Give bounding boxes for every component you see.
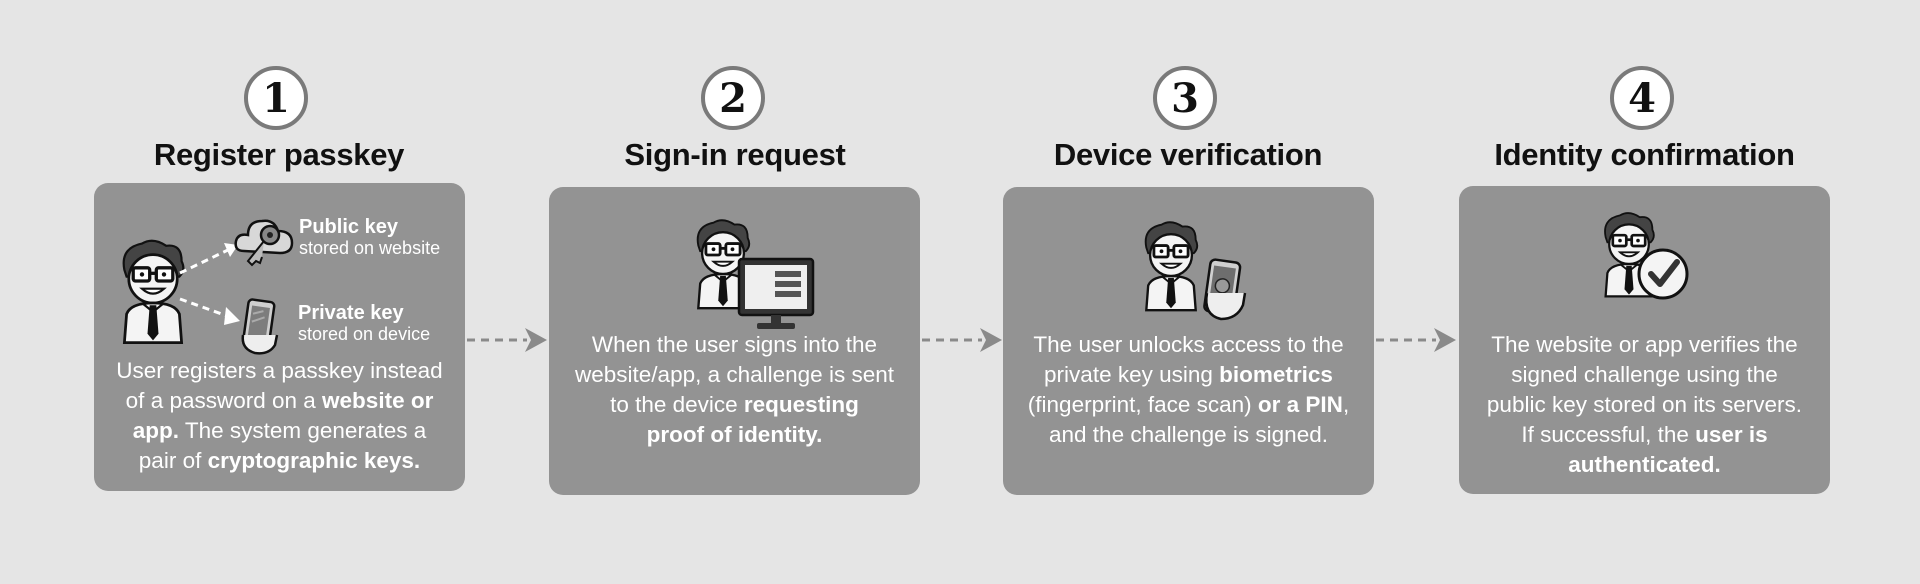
description-text: (fingerprint, face scan) — [1027, 392, 1258, 417]
step-title: Device verification — [1053, 137, 1323, 172]
emphasis-text: biometrics — [1219, 362, 1333, 387]
private-key-title: Private key — [298, 302, 404, 324]
step-description: The user unlocks access to the private ke… — [1003, 330, 1374, 450]
step-description: When the user signs into the website/app,… — [549, 330, 920, 450]
description-text: The system generates a — [179, 418, 427, 443]
phone-in-hand-icon — [241, 297, 279, 355]
user-with-phone-illustration — [1144, 220, 1247, 321]
description-text: to the device — [610, 392, 744, 417]
user-with-checkmark-illustration — [1603, 211, 1689, 300]
user-with-monitor-illustration — [696, 218, 815, 329]
emphasis-text: proof of identity. — [646, 422, 823, 447]
description-text: website/app, a challenge is sent — [575, 362, 894, 387]
step-description: User registers a passkey instead of a pas… — [94, 356, 465, 476]
emphasis-text: website or — [322, 388, 434, 413]
description-text: User registers a passkey instead — [116, 358, 443, 383]
description-text: The user unlocks access to the — [1033, 332, 1344, 357]
public-key-title: Public key — [299, 216, 398, 238]
description-text: , — [1342, 392, 1350, 417]
emphasis-text: user is — [1695, 422, 1768, 447]
step-card: The website or app verifies the signed ch… — [1459, 186, 1830, 494]
description-text: If successful, the — [1521, 422, 1696, 447]
step-card: When the user signs into the website/app,… — [549, 187, 920, 495]
emphasis-text: cryptographic keys. — [207, 448, 421, 473]
emphasis-text: requesting — [743, 392, 859, 417]
step-title: Sign-in request — [624, 137, 846, 172]
step-title: Identity confirmation — [1494, 137, 1795, 172]
emphasis-text: authenticated. — [1568, 452, 1721, 477]
description-text: pair of — [138, 448, 208, 473]
description-text: of a password on a — [125, 388, 323, 413]
step-number-badge: 4 — [1610, 66, 1674, 130]
public-key-label: Public key stored on website — [299, 216, 440, 258]
step-description: The website or app verifies the signed ch… — [1459, 330, 1830, 480]
step-number-badge: 3 — [1153, 66, 1217, 130]
dashed-arrow-icon — [1376, 328, 1456, 352]
description-text: and the challenge is signed. — [1049, 422, 1328, 447]
public-key-subtitle: stored on website — [299, 238, 441, 258]
cloud-key-icon — [234, 219, 294, 267]
dashed-arrow-icon — [922, 328, 1002, 352]
emphasis-text: or a PIN — [1257, 392, 1343, 417]
step-title: Register passkey — [153, 137, 405, 172]
emphasis-text: app. — [132, 418, 180, 443]
description-text: The website or app verifies the — [1491, 332, 1798, 357]
dashed-arrow-icon — [467, 328, 547, 352]
private-key-subtitle: stored on device — [298, 324, 431, 344]
description-text: signed challenge using the — [1511, 362, 1778, 387]
step-number-badge: 1 — [244, 66, 308, 130]
description-text: public key stored on its servers. — [1486, 392, 1803, 417]
private-key-label: Private key stored on device — [298, 302, 430, 344]
step-card: The user unlocks access to the private ke… — [1003, 187, 1374, 495]
dashed-arrow-icon — [179, 243, 240, 325]
description-text: private key using — [1044, 362, 1220, 387]
step-card: Public key stored on website Private key… — [94, 183, 465, 491]
description-text: When the user signs into the — [591, 332, 878, 357]
step-number-badge: 2 — [701, 66, 765, 130]
